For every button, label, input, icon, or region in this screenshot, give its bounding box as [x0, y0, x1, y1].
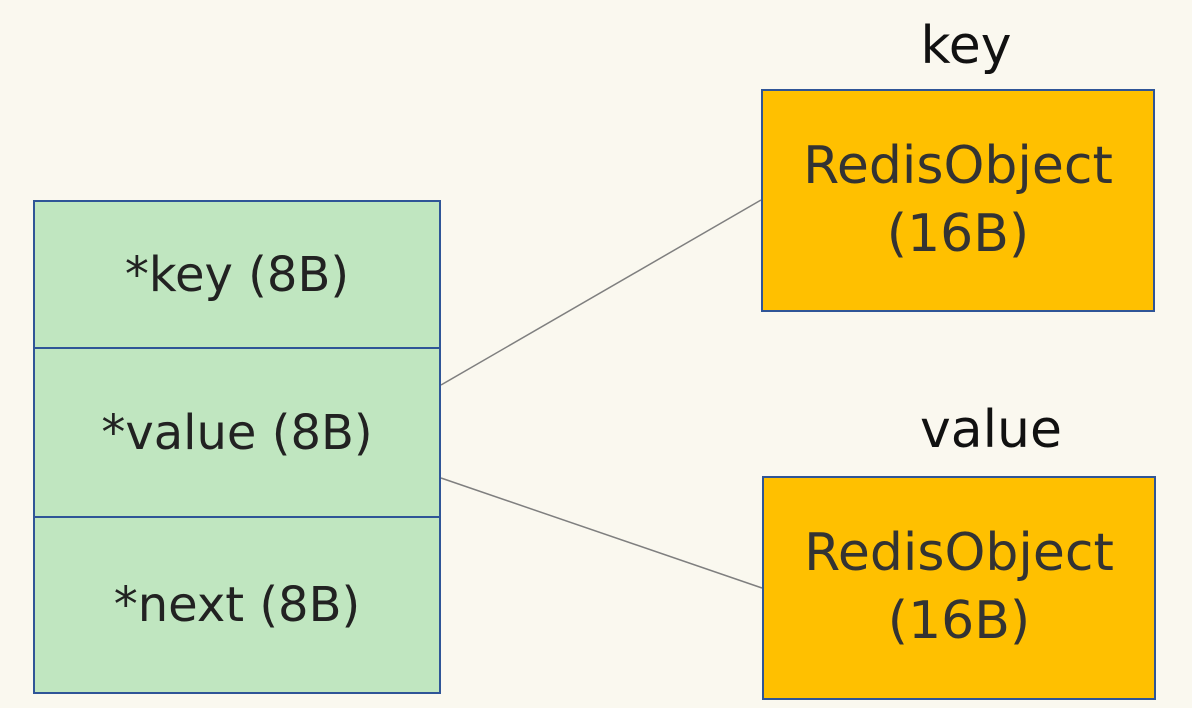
dictentry-next-field: *next (8B)	[33, 516, 441, 694]
value-object-caption: value	[919, 400, 1063, 460]
key-redis-object: RedisObject (16B)	[761, 89, 1155, 312]
dictentry-key-field: *key (8B)	[33, 200, 441, 349]
key-object-caption: key	[920, 16, 1012, 76]
value-field-label: *value (8B)	[101, 404, 373, 461]
value-object-size: (16B)	[887, 591, 1031, 651]
dictentry-value-field: *value (8B)	[33, 347, 441, 518]
key-object-name: RedisObject	[803, 135, 1113, 196]
value-pointer-connector	[440, 477, 763, 589]
value-redis-object: RedisObject (16B)	[762, 476, 1156, 700]
key-pointer-connector	[440, 199, 762, 386]
next-field-label: *next (8B)	[113, 577, 361, 633]
key-object-size: (16B)	[886, 203, 1030, 264]
value-object-name: RedisObject	[804, 523, 1114, 584]
key-field-label: *key (8B)	[124, 246, 350, 303]
